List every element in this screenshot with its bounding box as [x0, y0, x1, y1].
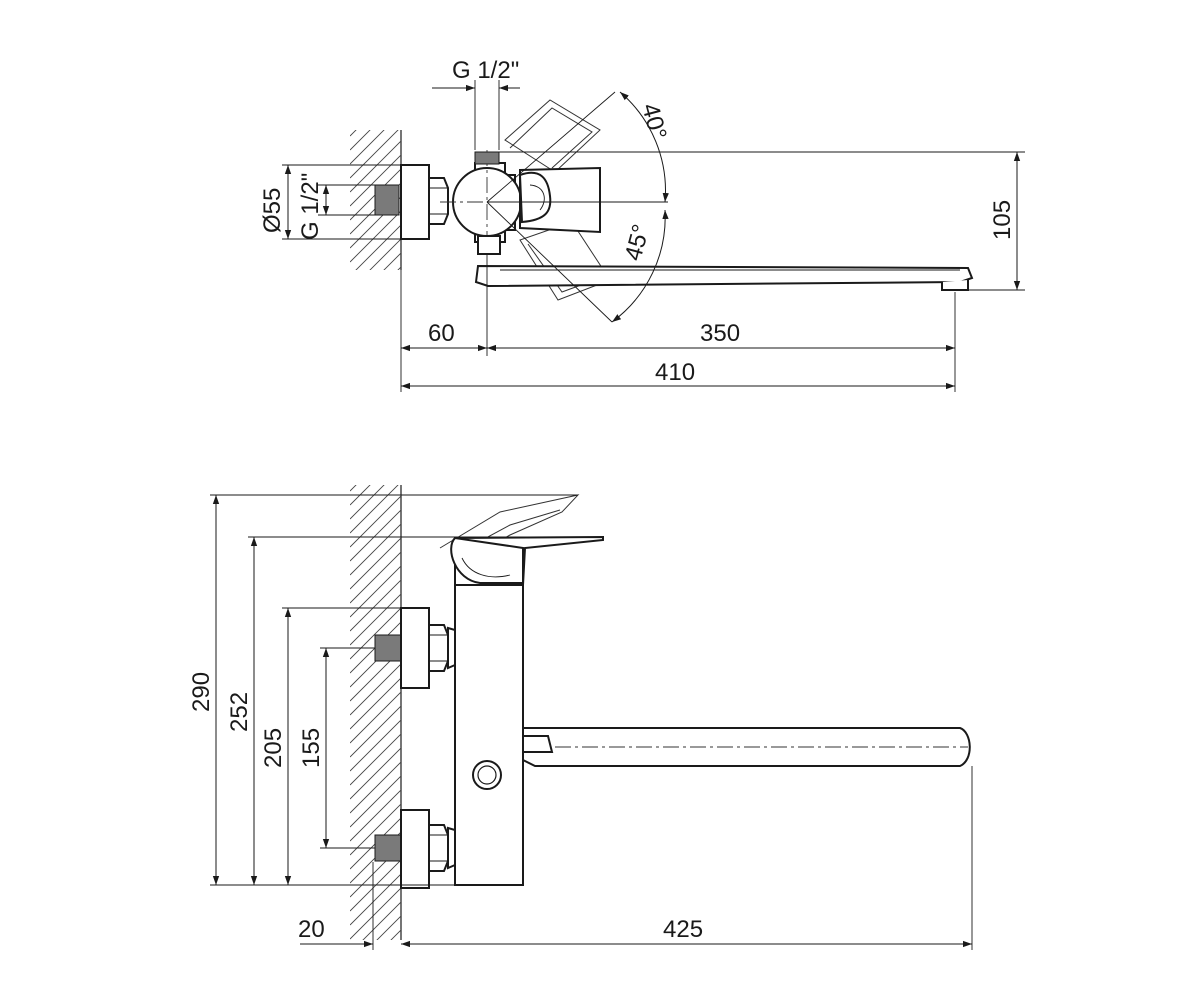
hatch-line	[355, 224, 401, 270]
label-angle-up: 40°	[636, 101, 671, 143]
hatch-line	[376, 915, 401, 940]
hatch-line	[350, 593, 401, 646]
dim-lengths-top: 60 350 410	[400, 255, 956, 392]
spout-top	[474, 264, 974, 291]
label-handle-height: 252	[226, 692, 253, 732]
hatch-line	[350, 761, 401, 814]
hatch-line	[350, 607, 401, 660]
hatch-line	[350, 154, 401, 207]
side-view: 290 252 205 155 20 425	[188, 425, 973, 995]
hatch-line	[350, 130, 399, 179]
hatch-line	[350, 210, 401, 263]
hatch-line	[383, 252, 401, 270]
hatch-line	[350, 579, 401, 632]
label-lower-inlet-height: 155	[298, 728, 325, 768]
hatch-line	[350, 537, 401, 590]
angle-arcs	[486, 91, 669, 323]
dim-thread-top: G 1/2"	[432, 57, 520, 150]
label-total-length: 410	[655, 359, 695, 386]
hatch-line	[350, 280, 402, 332]
label-diameter: Ø55	[259, 188, 286, 233]
mixer-handle-top	[518, 166, 601, 234]
hatch-line	[350, 705, 401, 758]
hatch-line	[350, 691, 401, 744]
wall-side-view	[350, 425, 402, 995]
hatch-line	[369, 238, 401, 270]
dim-heights-side: 290 252 205 155	[188, 494, 603, 886]
hatch-line	[350, 551, 401, 604]
hatch-line	[350, 747, 401, 800]
wall-hatching	[350, 425, 402, 995]
hatch-line	[350, 733, 401, 786]
hatch-line	[350, 425, 402, 477]
hatch-line	[350, 719, 401, 772]
hatch-line	[362, 901, 401, 940]
inlet-connection-top	[374, 164, 449, 240]
label-spout-length: 350	[700, 320, 740, 347]
hatch-line	[350, 485, 399, 534]
hatch-line	[350, 565, 401, 618]
hatch-line	[350, 70, 402, 122]
hatch-line	[350, 130, 385, 165]
hatch-line	[350, 943, 402, 995]
lower-inlet-side	[374, 809, 456, 889]
hatch-line	[350, 485, 371, 506]
label-thread-top: G 1/2"	[452, 57, 519, 84]
label-spout-reach: 425	[663, 916, 703, 943]
hatch-line	[350, 677, 401, 730]
hatch-line	[350, 523, 401, 576]
hatch-line	[397, 266, 401, 270]
label-angle-down: 45°	[620, 222, 655, 264]
label-thread-side: G 1/2"	[297, 173, 324, 240]
hatch-line	[350, 130, 357, 137]
upper-inlet-side	[374, 607, 456, 689]
label-upper-inlet-height: 205	[260, 728, 287, 768]
hatch-line	[350, 803, 401, 856]
dim-height-105: 105	[499, 151, 1025, 291]
hatch-line	[350, 485, 357, 492]
hatch-line	[350, 130, 371, 151]
mixer-handle-side	[450, 535, 604, 586]
label-wall-offset: 60	[428, 320, 455, 347]
hatch-line	[350, 887, 401, 940]
hatch-line	[350, 495, 401, 548]
dim-bottom-side: 20 425	[298, 766, 973, 950]
hatch-line	[350, 485, 385, 520]
hatch-line	[350, 140, 401, 193]
hatch-line	[350, 775, 401, 828]
top-view: G 1/2" 40° 45° Ø55 G 1/2" 105	[259, 57, 1025, 392]
hatch-line	[350, 663, 401, 716]
label-height: 105	[989, 200, 1016, 240]
hatch-line	[350, 873, 401, 926]
label-total-height: 290	[188, 672, 215, 712]
label-wall-thickness: 20	[298, 916, 325, 943]
valve-body-side	[454, 584, 524, 886]
spout-side	[522, 727, 971, 767]
hatch-line	[350, 509, 401, 562]
hatch-line	[350, 789, 401, 842]
hatch-line	[390, 929, 401, 940]
dim-left-top: Ø55 G 1/2"	[259, 164, 401, 240]
